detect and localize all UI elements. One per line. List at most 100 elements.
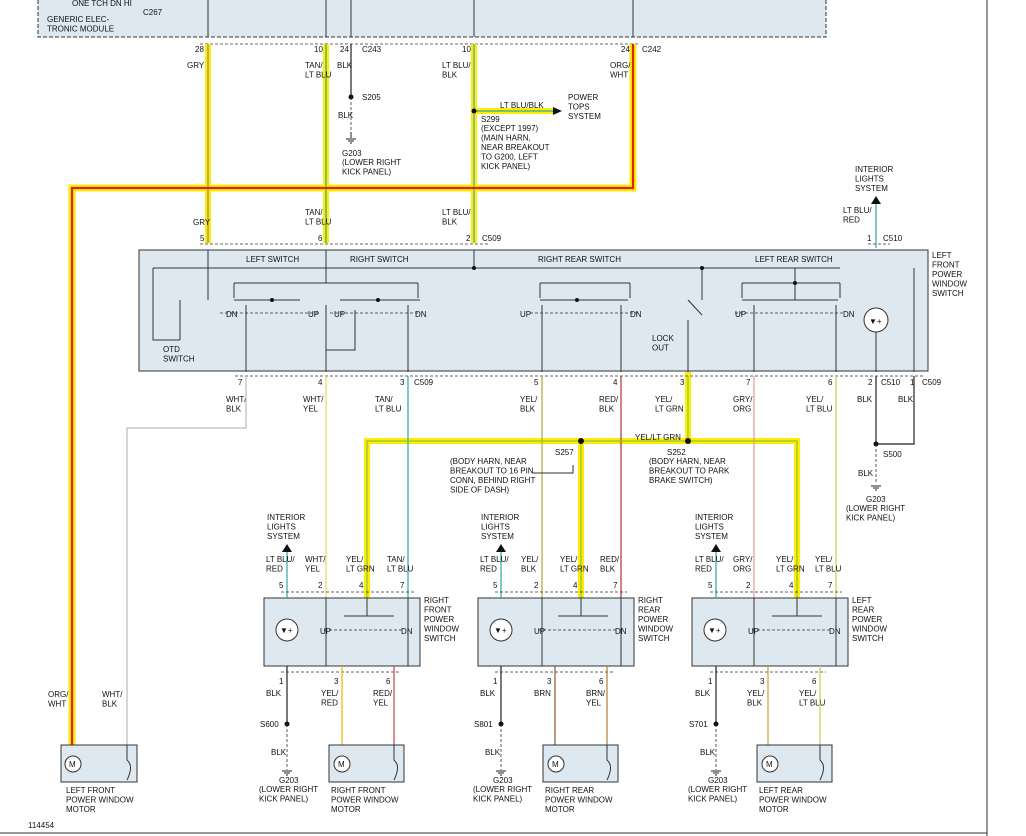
- led-icon: ▼+: [280, 626, 293, 635]
- connector-label: C509: [922, 378, 942, 387]
- wire-color-label: BLK: [857, 395, 873, 404]
- wire-color-label: RED/YEL: [373, 689, 393, 708]
- motor-icon: M: [69, 760, 76, 769]
- wire-color-label: LT BLU/BLK: [442, 61, 471, 80]
- wire-color-label: LT BLU/RED: [266, 555, 295, 574]
- pin-label: 1: [279, 677, 284, 686]
- pin-label: 3: [547, 677, 552, 686]
- wire-color-label-blk: BLK: [338, 111, 354, 120]
- splice-label: S701: [689, 720, 708, 729]
- up-label: UP: [308, 310, 319, 319]
- power-tops-wire-label: LT BLU/BLK: [500, 101, 544, 110]
- wire-color-label: YEL/RED: [321, 689, 339, 708]
- wire-color-label: YEL/LT GRN: [635, 433, 681, 442]
- wire-color-label-blk: BLK: [700, 748, 716, 757]
- pin-label: 10: [462, 45, 471, 54]
- wire-color-label: YEL/BLK: [521, 555, 539, 574]
- wire-color-label: TAN/LT BLU: [387, 555, 414, 574]
- wire-color-label: BLK: [898, 395, 914, 404]
- connector-label: C509: [482, 234, 502, 243]
- led-icon: ▼+: [869, 317, 882, 326]
- wire-color-label-blk: BLK: [858, 469, 874, 478]
- wire-color-label: WHT/BLK: [102, 690, 123, 709]
- led-icon: ▼+: [494, 626, 507, 635]
- wire-color-label: LT BLU/BLK: [442, 208, 471, 227]
- wire-color-label: TAN/LT BLU: [305, 208, 332, 227]
- up-label: UP: [334, 310, 345, 319]
- section-label: RIGHT SWITCH: [350, 255, 409, 264]
- pin-label: 6: [828, 378, 833, 387]
- wire-color-label: RED/BLK: [600, 555, 620, 574]
- pin-label: 4: [613, 378, 618, 387]
- wire-color-label: BLK: [480, 689, 496, 698]
- wire-color-label: GRY/ORG: [733, 395, 753, 414]
- pin-label: 5: [708, 581, 713, 590]
- splice-label: S299: [481, 115, 500, 124]
- pin-label: 7: [238, 378, 243, 387]
- dn-label: DN: [829, 627, 841, 636]
- splice-label: S600: [260, 720, 279, 729]
- pin-label: 1: [867, 234, 872, 243]
- pin-label: 7: [613, 581, 618, 590]
- pin-label: 5: [493, 581, 498, 590]
- ground-label: G203: [493, 776, 513, 785]
- section-label: LEFT SWITCH: [246, 255, 299, 264]
- wire-color-label: BRN: [534, 689, 551, 698]
- pin-label: 6: [386, 677, 391, 686]
- dn-label: DN: [401, 627, 413, 636]
- connector-label: C510: [881, 378, 901, 387]
- dn-label: DN: [843, 310, 855, 319]
- wire-color-label: TAN/LT BLU: [375, 395, 402, 414]
- pin-label: 4: [359, 581, 364, 590]
- wire-color-label: YEL/LT BLU: [806, 395, 833, 414]
- wire-color-label: BRN/YEL: [586, 689, 606, 708]
- pin-label: 4: [789, 581, 794, 590]
- section-label: RIGHT REAR SWITCH: [538, 255, 621, 264]
- figure-id: 114454: [28, 821, 55, 830]
- pin-label: 3: [334, 677, 339, 686]
- motor-icon: M: [338, 760, 345, 769]
- section-label: LEFT REAR SWITCH: [755, 255, 833, 264]
- module-top-label: ONE TCH DN HI: [72, 0, 132, 8]
- wire-color-label: LT BLU/RED: [843, 206, 872, 225]
- wire-color-label: BLK: [266, 689, 282, 698]
- pin-label: 1: [910, 378, 915, 387]
- wire-color-label: YEL/LT BLU: [815, 555, 842, 574]
- pin-label: 2: [466, 234, 471, 243]
- connector-label: C510: [883, 234, 903, 243]
- connector-label: C242: [642, 45, 662, 54]
- connector-label: C243: [362, 45, 382, 54]
- pin-label: 6: [812, 677, 817, 686]
- splice-label: S257: [555, 448, 574, 457]
- wire-color-label: WHT/YEL: [303, 395, 324, 414]
- ground-label: G203: [279, 776, 299, 785]
- pin-label: 5: [279, 581, 284, 590]
- wire-color-label: YEL/LT BLU: [799, 689, 826, 708]
- wire-color-label: BLK: [337, 61, 353, 70]
- pin-label: 7: [400, 581, 405, 590]
- wire-color-label: ORG/WHT: [48, 690, 69, 709]
- wire-color-label-blk: BLK: [271, 748, 287, 757]
- wire-color-label: YEL/BLK: [520, 395, 538, 414]
- connector-label: C509: [414, 378, 434, 387]
- wire-color-label: GRY: [187, 61, 205, 70]
